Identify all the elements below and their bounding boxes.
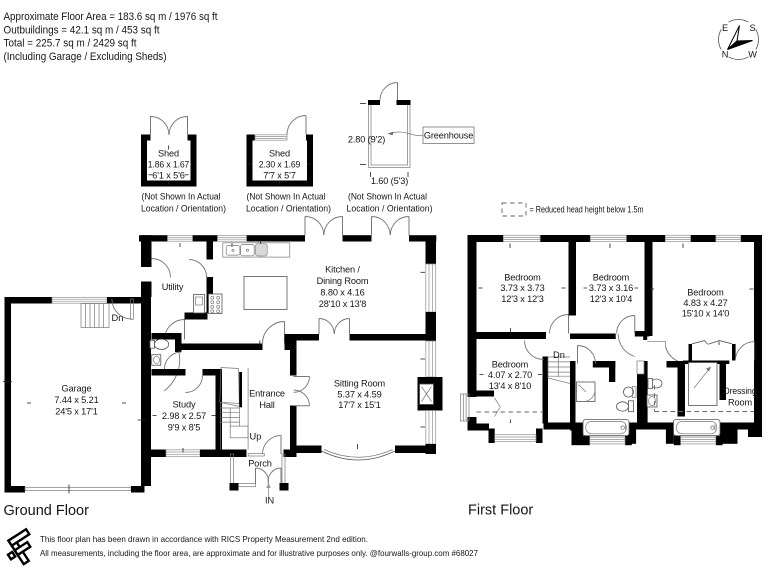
svg-text:12'3 x 10'4: 12'3 x 10'4 <box>590 294 633 304</box>
svg-text:4.07 x 2.70: 4.07 x 2.70 <box>488 370 532 380</box>
svg-text:Location / Orientation): Location / Orientation) <box>347 204 433 214</box>
svg-text:5.37 x 4.59: 5.37 x 4.59 <box>337 390 381 400</box>
svg-text:13'4 x 8'10: 13'4 x 8'10 <box>489 381 532 391</box>
svg-text:7.44 x 5.21: 7.44 x 5.21 <box>54 395 98 405</box>
svg-text:1.60 (5'3): 1.60 (5'3) <box>371 176 408 186</box>
svg-text:Bedroom: Bedroom <box>593 273 630 283</box>
svg-text:Porch: Porch <box>248 459 271 469</box>
svg-text:Entrance: Entrance <box>249 389 285 399</box>
svg-text:(Not Shown In Actual: (Not Shown In Actual <box>247 192 326 202</box>
svg-text:(Not Shown In Actual: (Not Shown In Actual <box>348 192 427 202</box>
svg-text:Study: Study <box>173 400 196 410</box>
svg-text:Garage: Garage <box>62 384 92 394</box>
svg-text:Shed: Shed <box>158 149 179 159</box>
svg-text:(Not Shown In Actual: (Not Shown In Actual <box>142 192 221 202</box>
svg-text:Utility: Utility <box>162 282 184 292</box>
svg-text:6'1 x 5'6: 6'1 x 5'6 <box>152 171 185 181</box>
svg-text:Approximate Floor Area = 183.6: Approximate Floor Area = 183.6 sq m / 19… <box>4 11 219 23</box>
svg-text:9'9 x 8'5: 9'9 x 8'5 <box>168 423 201 433</box>
svg-text:(Including Garage / Excluding: (Including Garage / Excluding Sheds) <box>4 51 167 63</box>
svg-text:Up: Up <box>250 432 262 442</box>
svg-text:Total = 225.7 sq m / 2429 sq f: Total = 225.7 sq m / 2429 sq ft <box>4 38 138 50</box>
svg-text:4.83 x 4.27: 4.83 x 4.27 <box>683 298 727 308</box>
svg-text:First Floor: First Floor <box>468 503 533 519</box>
svg-text:Sitting Room: Sitting Room <box>334 379 386 389</box>
svg-text:Location / Orientation): Location / Orientation) <box>141 204 226 214</box>
svg-text:28'10 x 13'8: 28'10 x 13'8 <box>319 299 367 309</box>
svg-text:Location / Orientation): Location / Orientation) <box>246 204 331 214</box>
svg-text:7'7 x 5'7: 7'7 x 5'7 <box>263 171 296 181</box>
svg-text:Bedroom: Bedroom <box>504 273 541 283</box>
svg-text:15'10 x 14'0: 15'10 x 14'0 <box>682 309 730 319</box>
svg-text:3.73 x 3.73: 3.73 x 3.73 <box>500 283 544 293</box>
svg-text:N: N <box>722 50 729 60</box>
svg-text:All measurements, including th: All measurements, including the floor ar… <box>40 548 478 558</box>
svg-text:2.80 (9'2): 2.80 (9'2) <box>348 135 385 145</box>
svg-text:IN: IN <box>265 496 274 506</box>
svg-text:2.30 x 1.69: 2.30 x 1.69 <box>259 160 301 170</box>
svg-text:Greenhouse: Greenhouse <box>424 131 473 141</box>
svg-text:E: E <box>722 23 728 33</box>
svg-text:This floor plan has been drawn: This floor plan has been drawn in accord… <box>40 534 368 544</box>
svg-text:17'7 x 15'1: 17'7 x 15'1 <box>338 400 381 410</box>
svg-text:Room: Room <box>728 398 752 408</box>
svg-text:Outbuildings = 42.1 sq m / 453: Outbuildings = 42.1 sq m / 453 sq ft <box>4 24 161 36</box>
svg-text:3.73 x 3.16: 3.73 x 3.16 <box>589 283 633 293</box>
svg-text:Hall: Hall <box>259 400 274 410</box>
svg-text:1.86 x 1.67: 1.86 x 1.67 <box>148 160 190 170</box>
svg-text:8.80 x 4.16: 8.80 x 4.16 <box>320 288 364 298</box>
svg-text:Dn: Dn <box>112 313 124 323</box>
svg-text:Bedroom: Bedroom <box>492 360 529 370</box>
svg-text:S: S <box>749 23 755 33</box>
svg-text:Dressing: Dressing <box>724 386 757 396</box>
svg-text:12'3 x 12'3: 12'3 x 12'3 <box>501 294 544 304</box>
svg-text:Dn: Dn <box>553 350 565 360</box>
svg-text:Ground Floor: Ground Floor <box>4 503 90 519</box>
svg-text:= Reduced head height below 1.: = Reduced head height below 1.5m <box>530 205 644 215</box>
svg-text:Kitchen /: Kitchen / <box>325 265 360 275</box>
svg-text:24'5 x 17'1: 24'5 x 17'1 <box>55 407 98 417</box>
svg-text:Bedroom: Bedroom <box>687 287 724 297</box>
svg-text:W: W <box>748 50 757 60</box>
svg-text:Dining Room: Dining Room <box>317 276 369 286</box>
svg-text:2.98 x 2.57: 2.98 x 2.57 <box>162 411 206 421</box>
svg-text:Shed: Shed <box>269 149 290 159</box>
